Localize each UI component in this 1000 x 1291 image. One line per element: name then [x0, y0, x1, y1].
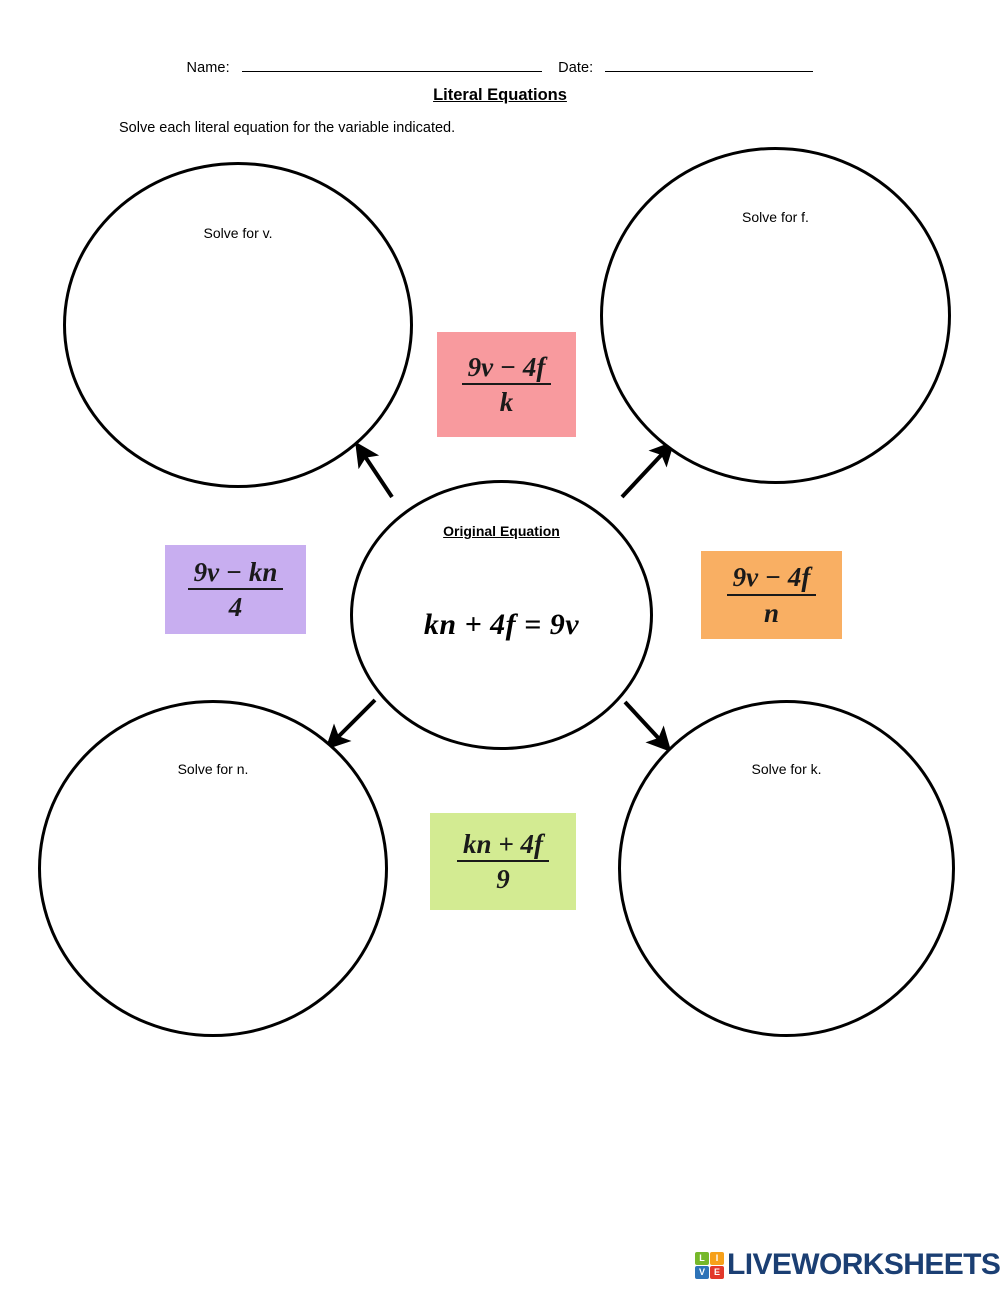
liveworksheets-logo-icon: L I V E	[695, 1251, 724, 1279]
answer-tile-orange-numerator: 9ν − 4f	[726, 563, 817, 596]
arrow-to-solve-for-k	[623, 700, 672, 753]
answer-tile-pink[interactable]: 9ν − 4f k	[437, 332, 576, 437]
arrow-to-solve-for-v	[355, 441, 394, 499]
answer-tile-pink-numerator: 9ν − 4f	[461, 352, 552, 385]
answer-tile-orange[interactable]: 9ν − 4f n	[701, 551, 842, 639]
answer-tile-green[interactable]: kn + 4f 9	[430, 813, 576, 910]
bubble-label-v: Solve for v.	[203, 225, 273, 241]
answer-bubble-solve-for-n[interactable]: Solve for n.	[38, 700, 388, 1037]
name-date-row: Name: Date:	[0, 58, 1000, 76]
answer-tile-green-numerator: kn + 4f	[457, 829, 549, 862]
original-equation-text: kn + 4f = 9v	[423, 608, 580, 641]
page-title: Literal Equations	[433, 86, 567, 104]
name-blank-line[interactable]	[241, 58, 542, 72]
logo-tile-i: I	[710, 1251, 724, 1265]
instructions-text: Solve each literal equation for the vari…	[119, 120, 456, 136]
liveworksheets-wordmark: LIVEWORKSHEETS	[727, 1248, 1000, 1281]
name-label: Name:	[186, 60, 230, 76]
answer-tile-purple[interactable]: 9ν − kn 4	[165, 545, 306, 634]
arrow-to-solve-for-n	[325, 698, 377, 750]
date-blank-line[interactable]	[605, 58, 814, 72]
answer-bubble-solve-for-k[interactable]: Solve for k.	[618, 700, 955, 1037]
bubble-label-n: Solve for n.	[177, 761, 249, 777]
original-equation-bubble: Original Equation kn + 4f = 9v	[350, 480, 653, 750]
answer-tile-purple-denominator: 4	[228, 592, 243, 622]
answer-tile-purple-numerator: 9ν − kn	[187, 557, 284, 590]
answer-bubble-solve-for-f[interactable]: Solve for f.	[600, 147, 951, 484]
bubble-label-f: Solve for f.	[742, 209, 809, 225]
bubble-label-k: Solve for k.	[751, 761, 822, 777]
answer-bubble-solve-for-v[interactable]: Solve for v.	[63, 162, 413, 488]
logo-tile-v: V	[695, 1265, 709, 1279]
original-equation-heading: Original Equation	[443, 523, 560, 539]
answer-tile-pink-denominator: k	[499, 387, 514, 417]
liveworksheets-logo[interactable]: L I V E LIVEWORKSHEETS	[695, 1248, 1000, 1282]
date-label: Date:	[558, 60, 594, 76]
answer-tile-orange-denominator: n	[763, 597, 780, 628]
logo-tile-e: E	[710, 1265, 724, 1279]
answer-tile-green-denominator: 9	[496, 864, 510, 894]
arrow-to-solve-for-f	[620, 440, 675, 499]
logo-tile-l: L	[695, 1251, 709, 1265]
